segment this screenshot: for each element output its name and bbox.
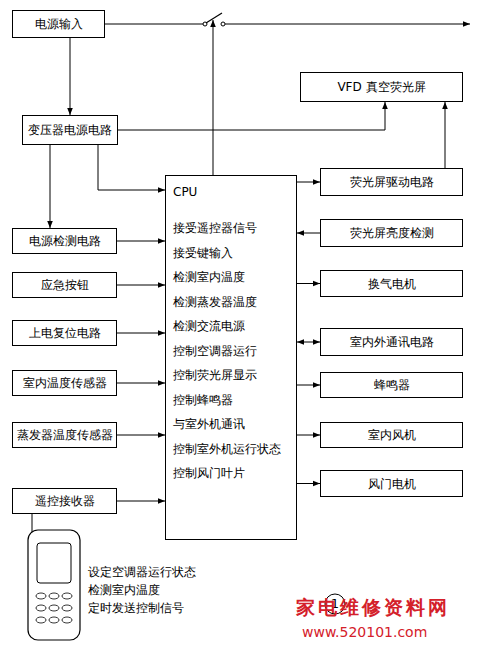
remote-control-body (28, 530, 80, 640)
process-box: 上电复位电路 (12, 320, 117, 346)
switch-contact (221, 22, 225, 26)
process-box: 荧光屏亮度检测 (320, 219, 463, 247)
signal-arrow (117, 285, 165, 286)
signal-arrow (297, 483, 320, 484)
cpu-function-item: 控制风门叶片 (173, 461, 296, 486)
cpu-function-item: 接受键输入 (173, 241, 296, 266)
node-text: 室内温度传感器 (23, 376, 107, 390)
signal-arrow (297, 233, 320, 234)
signal-arrow (297, 385, 320, 386)
node-text: 蜂鸣器 (374, 378, 410, 392)
node-text: 室内风机 (368, 428, 416, 442)
cpu-box: CPU 接受遥控器信号接受键输入检测室内温度检测蒸发器温度检测交流电源控制空调器运… (165, 175, 297, 540)
cpu-function-item: 接受遥控器信号 (173, 216, 296, 241)
process-box: 电源检测电路 (12, 228, 117, 254)
signal-arrow (297, 435, 320, 436)
node-text: 荧光屏驱动电路 (350, 175, 434, 189)
node-text: 遥控接收器 (35, 494, 95, 508)
process-box: 室内风机 (320, 422, 463, 448)
signal-arrow (98, 145, 165, 190)
cpu-title: CPU (173, 182, 296, 202)
process-box: 换气电机 (320, 270, 463, 297)
watermark: 家电维修资料网 (296, 596, 450, 619)
signal-arrow (117, 435, 165, 436)
signal-arrow (297, 283, 320, 284)
cpu-function-item: 检测室内温度 (173, 265, 296, 290)
power-line (225, 24, 470, 25)
signal-arrow (50, 145, 51, 228)
switch-contact (203, 22, 207, 26)
node-text: 电源检测电路 (29, 234, 101, 248)
signal-arrow (117, 333, 165, 334)
signal-arrow (445, 102, 446, 168)
watermark-url: www.520101.com (302, 624, 427, 641)
power-line (105, 24, 205, 25)
cpu-function-item: 控制空调器运行 (173, 339, 296, 364)
process-box: 蜂鸣器 (320, 372, 463, 398)
process-box: 蒸发器温度传感器 (12, 422, 117, 448)
cpu-function-item: 检测蒸发器温度 (173, 290, 296, 315)
remote-link-line (32, 514, 33, 532)
process-box: 室内外通讯电路 (320, 328, 463, 356)
cpu-function-item: 与室外机通讯 (173, 412, 296, 437)
process-box: 荧光屏驱动电路 (320, 168, 463, 196)
signal-arrow (117, 241, 165, 242)
remote-function-note: 检测室内温度 (88, 583, 160, 597)
node-text: 荧光屏亮度检测 (350, 226, 434, 240)
switch-blade (206, 13, 222, 23)
node-text: 电源输入 (35, 17, 83, 31)
signal-arrow (117, 501, 165, 502)
cpu-function-item: 控制蜂鸣器 (173, 388, 296, 413)
process-box: 变压器电源电路 (22, 115, 118, 145)
signal-arrow (297, 182, 320, 183)
process-box: 应急按钮 (12, 272, 117, 298)
process-box: 遥控接收器 (12, 488, 117, 514)
switch-control-arrow (213, 20, 214, 175)
signal-arrow (70, 38, 71, 115)
process-box: 电源输入 (12, 10, 105, 38)
node-text: 换气电机 (368, 277, 416, 291)
node-text: 变压器电源电路 (28, 123, 112, 137)
signal-arrow (118, 102, 385, 130)
remote-buttons (36, 593, 72, 623)
process-box: 室内温度传感器 (12, 370, 117, 396)
node-text: 室内外通讯电路 (350, 335, 434, 349)
cpu-function-item: 检测交流电源 (173, 314, 296, 339)
remote-screen (37, 543, 71, 583)
node-text: 蒸发器温度传感器 (17, 428, 113, 442)
node-text: 风门电机 (368, 477, 416, 491)
remote-function-note: 定时发送控制信号 (88, 601, 184, 615)
process-box: VFD 真空荧光屏 (300, 72, 463, 102)
cpu-function-item: 控制荧光屏显示 (173, 363, 296, 388)
node-text: 应急按钮 (41, 278, 89, 292)
signal-arrow (117, 383, 165, 384)
process-box: 风门电机 (320, 470, 463, 497)
node-text: VFD 真空荧光屏 (337, 80, 425, 94)
signal-arrow (297, 342, 320, 343)
cpu-function-item: 控制室外机运行状态 (173, 437, 296, 462)
node-text: 上电复位电路 (29, 326, 101, 340)
remote-function-note: 设定空调器运行状态 (88, 565, 196, 579)
